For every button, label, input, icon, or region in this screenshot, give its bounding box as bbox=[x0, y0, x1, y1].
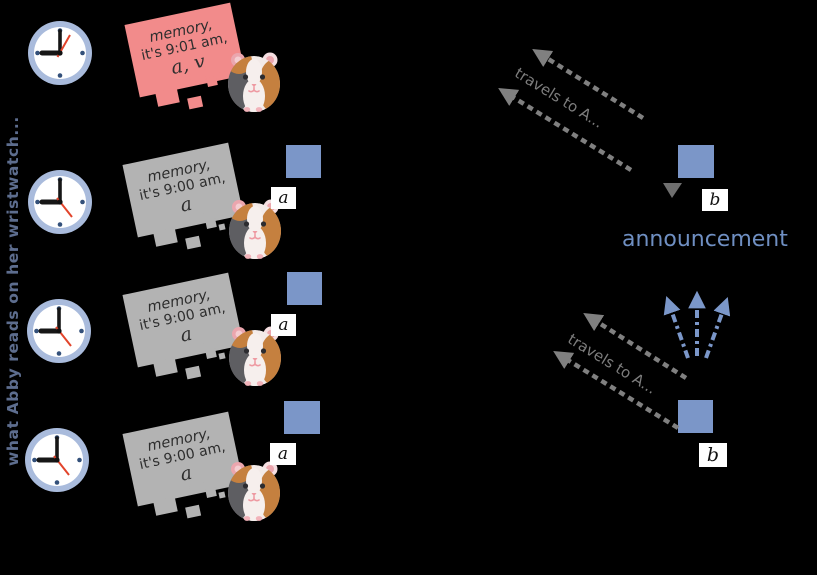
book-icon bbox=[287, 272, 322, 305]
thought-bubble: memory, it's 9:00 am, a bbox=[122, 142, 244, 238]
broadcast-arrow bbox=[663, 296, 690, 359]
bubble-tail-square bbox=[205, 487, 217, 498]
book-icon bbox=[678, 145, 714, 178]
clock-icon bbox=[26, 298, 92, 364]
book-label-b: b bbox=[699, 443, 727, 467]
bubble-tail-square bbox=[206, 76, 218, 87]
book-icon bbox=[678, 400, 713, 433]
bubble-tail-square bbox=[218, 223, 226, 231]
book-label-b: b bbox=[702, 189, 728, 211]
travel-label-top: travels to A... bbox=[511, 64, 607, 132]
bubble-tail-square bbox=[205, 218, 217, 229]
book-icon bbox=[284, 401, 320, 434]
axis-label-wristwatch: what Abby reads on her wristwatch... bbox=[4, 116, 22, 466]
bubble-tail-square bbox=[218, 352, 226, 360]
down-arrowhead-icon bbox=[663, 183, 682, 198]
bubble-tail-square bbox=[205, 348, 217, 359]
broadcast-arrow bbox=[704, 297, 731, 359]
guinea-pig-icon bbox=[226, 50, 282, 112]
thought-bubble: memory, it's 9:00 am, a bbox=[122, 272, 244, 368]
announcement-label: announcement bbox=[622, 227, 788, 252]
book-label-a: a bbox=[270, 443, 296, 465]
book-label-a: a bbox=[271, 314, 296, 336]
guinea-pig-icon bbox=[226, 459, 282, 521]
book-label-a: a bbox=[271, 187, 296, 209]
clock-icon bbox=[27, 20, 93, 86]
travel-label-bottom: travels to A... bbox=[564, 330, 660, 398]
bubble-tail-square bbox=[218, 491, 226, 499]
clock-icon bbox=[27, 169, 93, 235]
clock-icon bbox=[24, 427, 90, 493]
book-icon bbox=[286, 145, 321, 178]
